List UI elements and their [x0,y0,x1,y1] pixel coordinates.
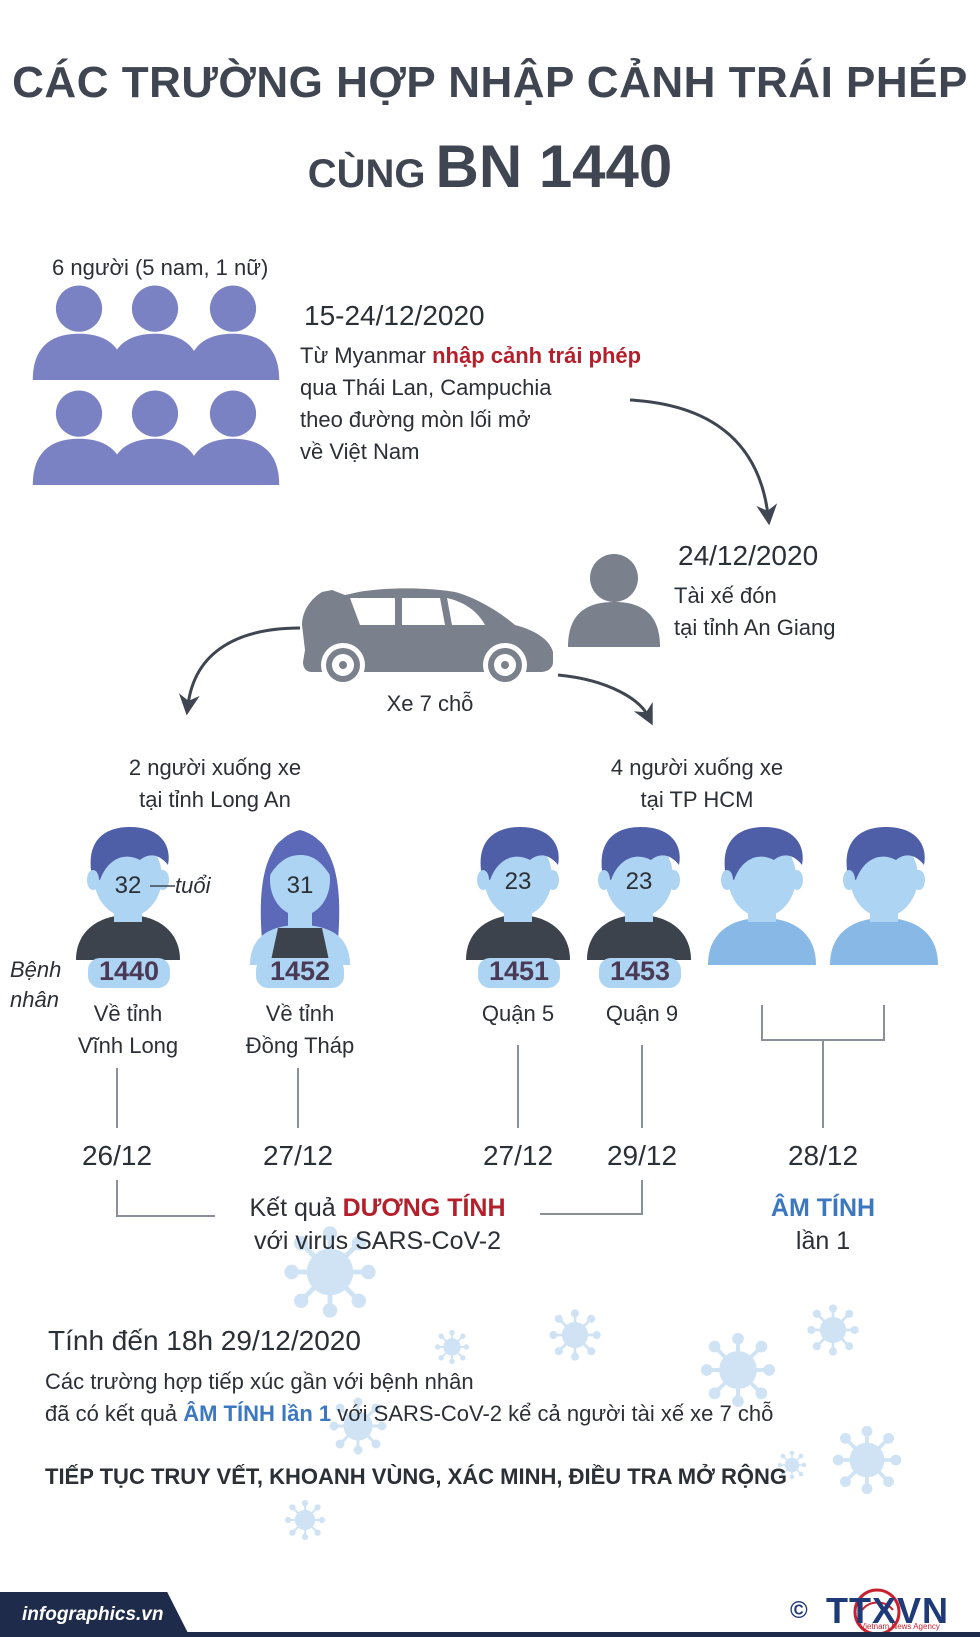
car-label: Xe 7 chỗ [386,691,474,716]
group-desc-line3: theo đường mòn lối mở [300,407,531,432]
timeline-lines [116,1005,885,1217]
footer-line [0,1632,980,1637]
car-icon [302,588,553,687]
group-desc-line2: qua Thái Lan, Campuchia [300,375,552,400]
summary-action: TIẾP TỤC TRUY VẾT, KHOANH VÙNG, XÁC MINH… [45,1464,787,1489]
virus-icon [434,1329,470,1365]
destination-line2: Vĩnh Long [77,1033,179,1058]
positive-result-line1: Kết quả DƯƠNG TÍNH [215,1192,540,1225]
arrow-to-long-an [178,626,301,716]
patient-1453-figure [587,827,691,988]
right-group-line2: tại TP HCM [640,787,754,812]
virus-icon [549,1309,601,1361]
patient-age: 23 [625,868,653,895]
virus-icon [700,1332,776,1408]
group-people-icon [32,285,280,485]
result-date: 27/12 [482,1140,554,1171]
footer-brand-sub: Vietnam News Agency [860,1622,940,1631]
left-group-line1: 2 người xuống xe [128,755,302,780]
arrow-to-hcm [557,673,653,726]
negative-result: ÂM TÍNH lần 1 [743,1192,903,1258]
positive-highlight: DƯƠNG TÍNH [342,1194,506,1222]
patient-destination: Quận 5 [481,1001,555,1026]
right-group-label: 4 người xuống xe tại TP HCM [562,752,832,816]
group-desc-line4: về Việt Nam [300,439,420,464]
summary-line2-highlight: ÂM TÍNH lần 1 [183,1401,332,1426]
group-date: 15-24/12/2020 [304,300,485,331]
summary-heading: Tính đến 18h 29/12/2020 [48,1325,361,1356]
driver-date: 24/12/2020 [678,540,819,571]
destination-line1: Về tỉnh [265,1001,335,1026]
result-date: 26/12 [81,1140,153,1171]
result-date: 27/12 [262,1140,334,1171]
summary-line2-suffix: với SARS-CoV-2 kể cả người tài xế xe 7 c… [331,1401,774,1426]
driver-line2: tại tỉnh An Giang [674,615,836,640]
driver-line1: Tài xế đón [674,583,777,608]
negative-label: Âm tính [727,966,797,988]
patient-1440-figure [76,827,180,988]
left-group-label: 2 người xuống xe tại tỉnh Long An [80,752,350,816]
right-group-line1: 4 người xuống xe [610,755,784,780]
flow-arrows [178,398,778,726]
result-date: 29/12 [606,1140,678,1171]
summary-line2: đã có kết quả ÂM TÍNH lần 1 với SARS-CoV… [45,1398,773,1430]
arrow-to-driver [629,398,778,526]
patient-label-line1: Bệnh [10,957,62,982]
positive-result: Kết quả DƯƠNG TÍNH với virus SARS-CoV-2 [215,1192,540,1258]
patient-age: 32 [114,872,142,899]
subtitle-prefix: CÙNG [307,152,426,196]
patient-1452-figure [250,830,350,988]
negative-person-2-figure [830,827,938,965]
patient-destination: Quận 9 [605,1001,679,1026]
summary-line2-prefix: đã có kết quả [45,1401,184,1426]
result-date: 28/12 [787,1140,859,1171]
patient-label-line2: nhân [10,987,59,1012]
patient-label: Bệnh nhân [10,955,61,1015]
group-description: Từ Myanmar nhập cảnh trái phép qua Thái … [300,340,641,468]
footer-bar [0,1592,190,1637]
positive-result-line2: với virus SARS-CoV-2 [253,1227,501,1255]
driver-description: Tài xế đón tại tỉnh An Giang [674,580,835,644]
patient-destination: Về tỉnh Vĩnh Long [48,998,208,1062]
left-group-line2: tại tỉnh Long An [139,787,291,812]
group-count-label: 6 người (5 nam, 1 nữ) [52,255,269,280]
virus-icon [285,1500,325,1540]
patient-id: 1440 [98,956,160,986]
virus-icon [807,1304,859,1356]
negative-label: Âm tính [849,966,919,988]
age-unit-label: tuổi [175,873,211,898]
patient-age: 23 [504,868,532,895]
positive-prefix: Kết quả [249,1194,343,1222]
patient-1451-figure [466,827,570,988]
patient-id: 1453 [609,956,671,986]
driver-icon [568,554,660,647]
destination-line2: Đồng Tháp [245,1033,355,1058]
group-desc-prefix: Từ Myanmar [300,343,433,368]
group-desc-highlight: nhập cảnh trái phép [432,343,642,368]
negative-highlight: ÂM TÍNH [770,1194,876,1222]
footer-brand: TTXVN [826,1590,950,1631]
patient-id: 1451 [488,956,550,986]
page-title: CÁC TRƯỜNG HỢP NHẬP CẢNH TRÁI PHÉP [12,58,968,107]
footer-site-link[interactable]: infographics.vn [22,1604,164,1625]
virus-icon [832,1425,902,1495]
negative-person-1-figure [708,827,816,965]
patient-id: 1452 [269,956,331,986]
destination-line1: Về tỉnh [93,1001,163,1026]
copyright-icon: © [790,1597,808,1624]
patient-age: 31 [286,872,314,899]
negative-result-line2: lần 1 [795,1227,851,1255]
patient-destination: Về tỉnh Đồng Tháp [220,998,380,1062]
subtitle-case-id: BN 1440 [435,133,673,200]
group-desc-line1: Từ Myanmar nhập cảnh trái phép [300,340,641,372]
summary-line1: Các trường hợp tiếp xúc gần với bệnh nhâ… [45,1369,474,1394]
